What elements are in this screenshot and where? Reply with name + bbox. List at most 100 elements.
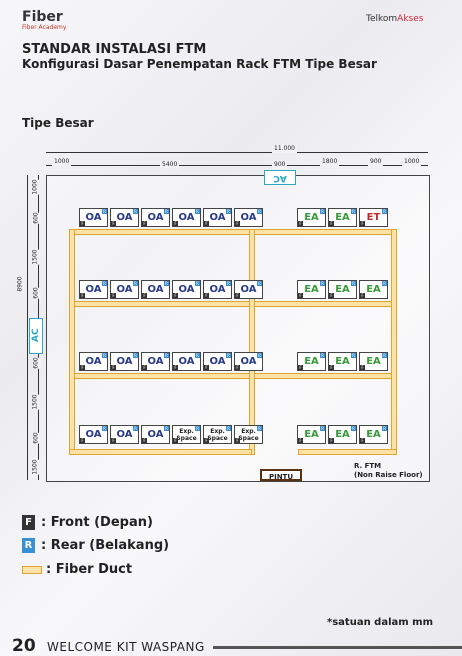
rear-marker-icon: R xyxy=(257,353,262,358)
front-marker-icon: F xyxy=(204,438,209,443)
front-marker-icon: F xyxy=(360,365,365,370)
fiber-duct-segment xyxy=(249,229,255,455)
dim-left-3: 600 xyxy=(32,287,41,299)
rack-label: EA xyxy=(366,429,381,440)
dim-left-0: 1000 xyxy=(31,179,40,195)
room-label-floor: (Non Raise Floor) xyxy=(354,471,423,479)
page-subtitle: Konfigurasi Dasar Penempatan Rack FTM Ti… xyxy=(22,57,377,71)
dim-line-left-total xyxy=(27,175,28,480)
rack-label: EA xyxy=(335,212,350,223)
rear-marker-icon: R xyxy=(226,209,231,214)
front-marker-icon: F xyxy=(204,293,209,298)
rear-marker-icon: R xyxy=(382,353,387,358)
footer-rule xyxy=(213,646,462,649)
dim-left-total: 8900 xyxy=(16,276,25,292)
rear-marker-icon: R xyxy=(133,353,138,358)
legend-duct-text: : Fiber Duct xyxy=(46,562,133,577)
rear-marker-icon: R xyxy=(320,353,325,358)
duct-key-icon xyxy=(22,565,42,574)
front-marker-icon: F xyxy=(298,293,303,298)
rear-marker-icon: R xyxy=(320,281,325,286)
rack-label: OA xyxy=(85,284,102,295)
unit-note: *satuan dalam mm xyxy=(327,617,434,628)
rear-marker-icon: R xyxy=(257,209,262,214)
rack-label: OA xyxy=(240,356,257,367)
front-marker-icon: F xyxy=(173,438,178,443)
legend-front: F: Front (Depan) xyxy=(22,515,153,530)
page-number: 20 xyxy=(12,636,36,656)
footer-title: WELCOME KIT WASPANG xyxy=(47,640,205,654)
front-marker-icon: F xyxy=(235,365,240,370)
rack-label: EA xyxy=(335,284,350,295)
rear-marker-icon: R xyxy=(195,281,200,286)
room-label: R. FTM (Non Raise Floor) xyxy=(354,462,423,480)
telkom-akses-logo: TelkomAkses xyxy=(366,14,423,24)
rear-marker-icon: R xyxy=(351,281,356,286)
rear-marker-icon: R xyxy=(382,426,387,431)
ac-left-label: AC xyxy=(31,328,41,342)
rack-label: OA xyxy=(85,212,102,223)
front-marker-icon: F xyxy=(329,438,334,443)
rack-label: EA xyxy=(366,356,381,367)
rack-label: OA xyxy=(209,356,226,367)
front-marker-icon: F xyxy=(142,221,147,226)
dim-top-3: 1800 xyxy=(320,158,340,166)
rear-marker-icon: R xyxy=(195,209,200,214)
front-marker-icon: F xyxy=(298,365,303,370)
rear-key-icon: R xyxy=(22,538,35,553)
rear-marker-icon: R xyxy=(320,426,325,431)
rack-label: Exp.Space xyxy=(207,428,228,442)
front-marker-icon: F xyxy=(235,438,240,443)
rack-label: OA xyxy=(85,429,102,440)
rack-label: OA xyxy=(240,212,257,223)
rear-marker-icon: R xyxy=(351,426,356,431)
rack-label: OA xyxy=(116,356,133,367)
rack-label: Exp.Space xyxy=(176,428,197,442)
front-marker-icon: F xyxy=(111,293,116,298)
dim-top-4: 900 xyxy=(368,158,384,166)
dim-top-2: 900 xyxy=(272,161,288,169)
dim-top-1: 5400 xyxy=(160,161,180,169)
front-marker-icon: F xyxy=(80,221,85,226)
front-marker-icon: F xyxy=(80,438,85,443)
rack-label: EA xyxy=(304,356,319,367)
front-marker-icon: F xyxy=(111,438,116,443)
rear-marker-icon: R xyxy=(133,281,138,286)
page-title: STANDAR INSTALASI FTM xyxy=(22,42,207,57)
brand-main: Fiber xyxy=(22,9,63,25)
dim-total-width: 11.000 xyxy=(272,145,297,153)
rear-marker-icon: R xyxy=(164,353,169,358)
legend-duct: : Fiber Duct xyxy=(22,562,132,577)
dim-left-7: 600 xyxy=(32,432,41,444)
front-marker-icon: F xyxy=(329,365,334,370)
rack-label: OA xyxy=(147,356,164,367)
rack-label: EA xyxy=(335,356,350,367)
rear-marker-icon: R xyxy=(164,426,169,431)
rear-marker-icon: R xyxy=(195,426,200,431)
section-title: Tipe Besar xyxy=(22,116,94,130)
rear-marker-icon: R xyxy=(133,426,138,431)
rack-label: OA xyxy=(209,212,226,223)
dim-top-0: 1000 xyxy=(52,158,72,166)
rack-label: EA xyxy=(335,429,350,440)
rack-label: OA xyxy=(178,212,195,223)
